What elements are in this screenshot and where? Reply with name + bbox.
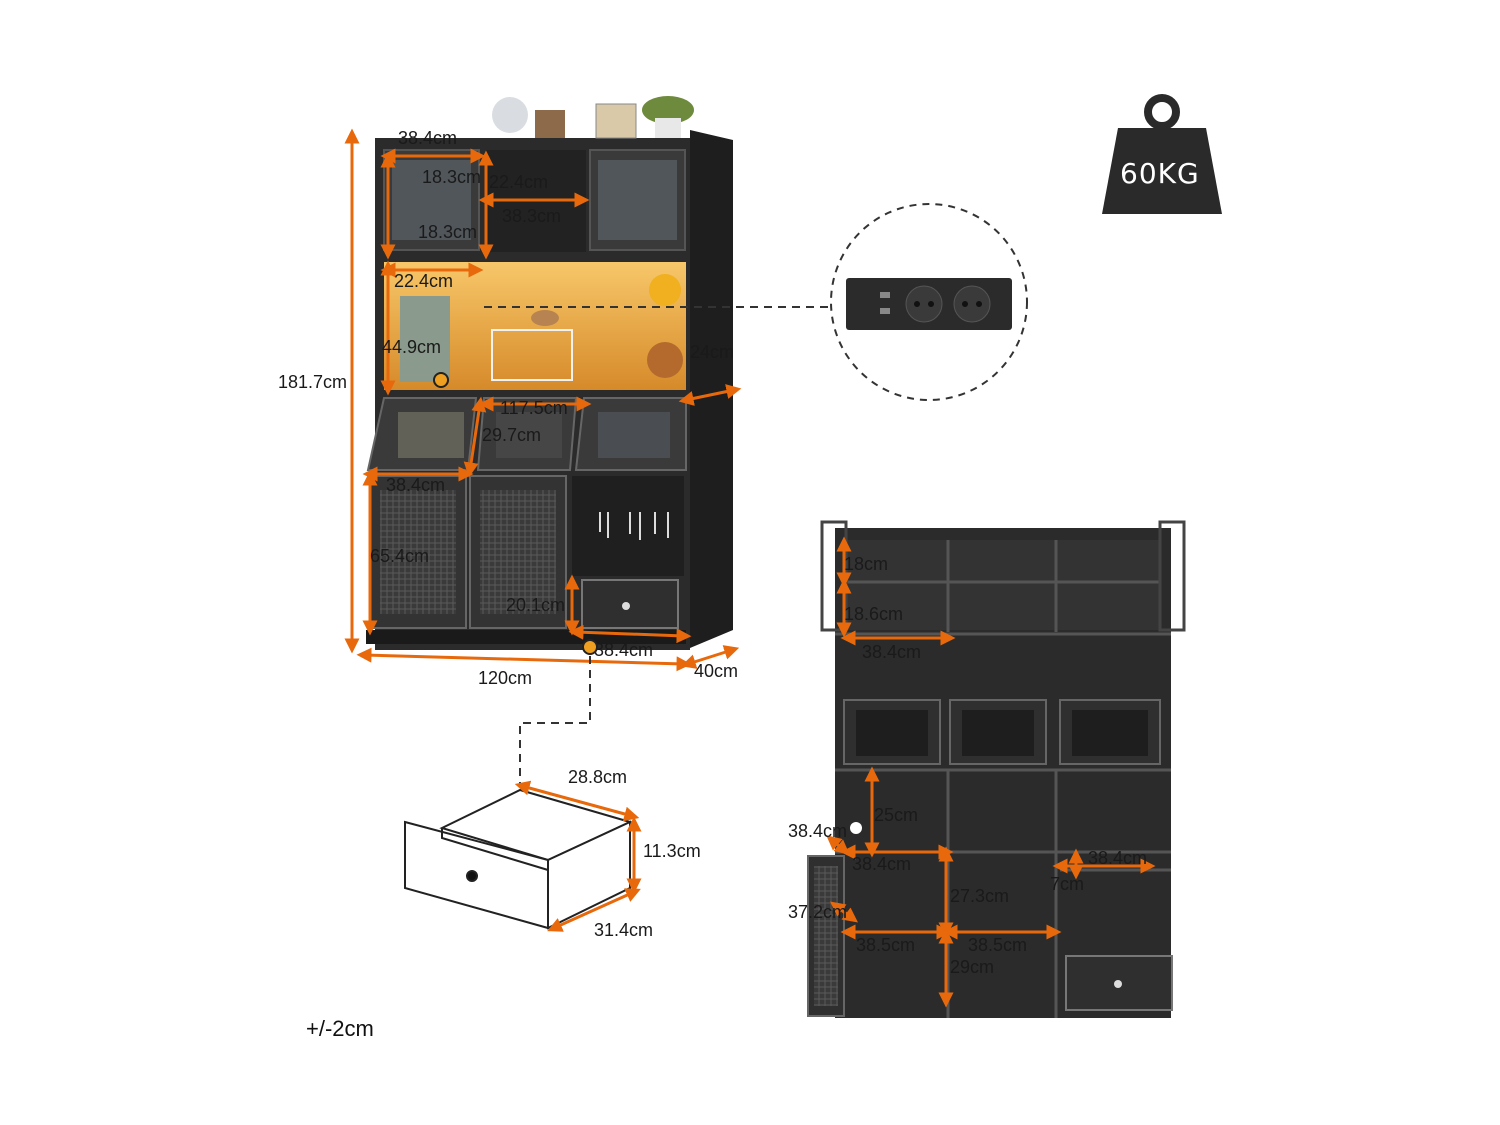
lower-cabinet-width-label: 38.4cm xyxy=(386,475,445,495)
overall-depth-label: 40cm xyxy=(694,661,738,681)
sunflower xyxy=(649,274,681,306)
tolerance-note: +/-2cm xyxy=(306,1016,374,1041)
lower-cabinet-height-label: 65.4cm xyxy=(370,546,429,566)
hutch-height-label: 44.9cm xyxy=(382,337,441,357)
coffee-machine xyxy=(400,296,450,382)
wine-rack xyxy=(572,476,684,576)
rear-lower-shelf-height-label: 27.3cm xyxy=(950,886,1009,906)
rear-door-width-label: 37.2cm xyxy=(788,902,847,922)
overall-height-label: 181.7cm xyxy=(278,372,347,392)
rear-top-shelf-upper-label: 18cm xyxy=(844,554,888,574)
top-open-height-label: 22.4cm xyxy=(489,172,548,192)
weight-label: 60KG xyxy=(1120,157,1200,190)
rear-bottom-right-width-label: 38.5cm xyxy=(968,935,1027,955)
rear-bottom-left-width-label: 38.5cm xyxy=(856,935,915,955)
rear-mid-cubby-width-label: 38.4cm xyxy=(788,821,847,841)
rear-top-shelf-width-label: 38.4cm xyxy=(862,642,921,662)
flip-door-span-label: 117.5cm xyxy=(500,398,568,418)
top-shelf-lower-label: 18.3cm xyxy=(418,222,477,242)
top-open-width-label: 22.4cm xyxy=(394,271,453,291)
open-view-dimension-lines xyxy=(826,536,1156,1008)
drawer-width-detail-label: 28.8cm xyxy=(568,767,627,787)
rear-mid-cubby-height-label: 25cm xyxy=(874,805,918,825)
hutch-depth-label: 24cm xyxy=(690,342,734,362)
drawer-width-label: 38.4cm xyxy=(594,640,653,660)
flip-door-height-label: 29.7cm xyxy=(482,425,541,445)
drawer-height-detail-label: 11.3cm xyxy=(643,841,701,861)
rear-wine-rack-height-label: 7cm xyxy=(1050,874,1084,894)
top-cabinet-width-label: 38.4cm xyxy=(398,128,457,148)
rear-lower-left-width-label: 38.4cm xyxy=(852,854,911,874)
drawer-icon xyxy=(404,788,633,930)
drawer-dimension-lines xyxy=(514,780,642,932)
rear-top-shelf-lower-label: 18.6cm xyxy=(844,604,903,624)
drawer xyxy=(581,579,679,629)
weight-icon: 60KG xyxy=(1102,94,1222,214)
overall-width-label: 120cm xyxy=(478,668,532,688)
rear-bottom-height-label: 29cm xyxy=(950,957,994,977)
drawer-height-label: 20.1cm xyxy=(506,595,565,615)
power-strip-icon xyxy=(846,278,1012,330)
socket-marker xyxy=(433,372,449,388)
drawer-depth-detail-label: 31.4cm xyxy=(594,920,653,940)
drawer-marker xyxy=(582,639,598,655)
top-open-depth-label: 38.3cm xyxy=(502,206,561,226)
rear-wine-rack-width-label: 38.4cm xyxy=(1088,848,1147,868)
top-shelf-upper-label: 18.3cm xyxy=(422,167,481,187)
front-dimension-lines xyxy=(344,128,742,672)
